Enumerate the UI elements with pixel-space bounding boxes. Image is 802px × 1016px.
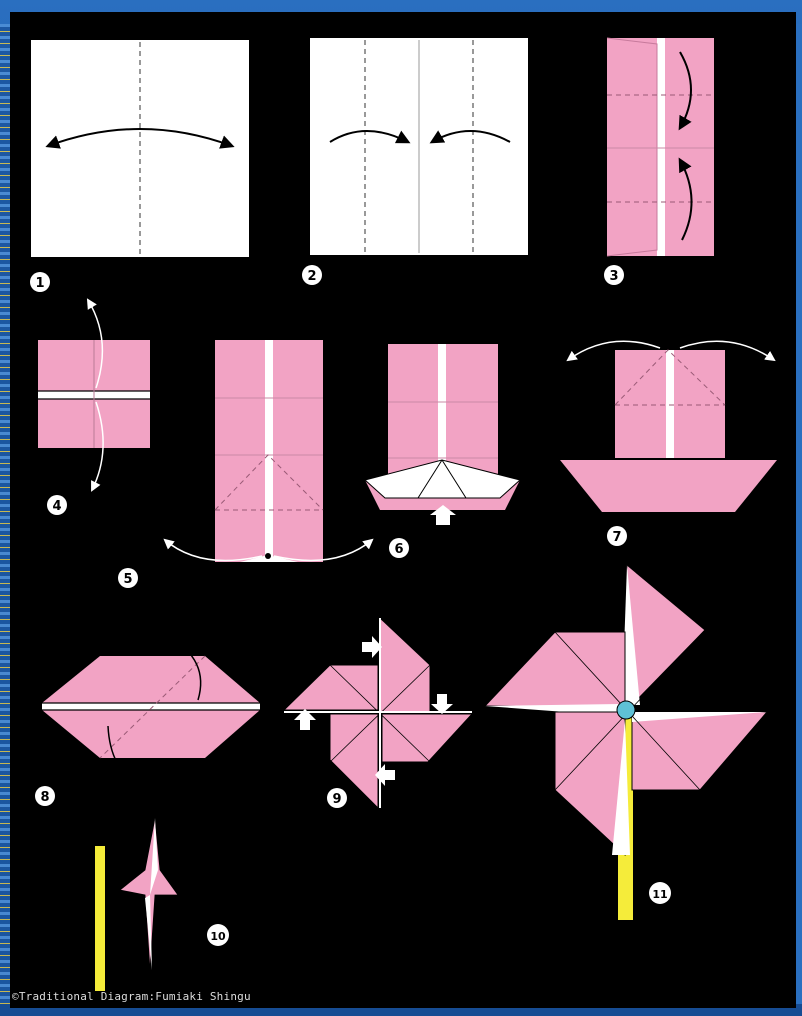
svg-text:6: 6	[394, 542, 403, 557]
svg-text:7: 7	[612, 530, 621, 545]
pinwheel-diagram: 1 2 3 4 5 6 7	[10, 12, 796, 1008]
step-7	[560, 341, 777, 512]
svg-text:2: 2	[307, 269, 316, 284]
step-3	[607, 38, 714, 256]
step-9	[284, 618, 472, 808]
stick	[95, 846, 105, 991]
step-6	[365, 344, 520, 525]
step-5	[165, 340, 372, 562]
pin	[617, 701, 635, 719]
svg-text:8: 8	[40, 790, 49, 805]
svg-text:11: 11	[652, 888, 667, 901]
svg-text:1: 1	[35, 276, 44, 291]
frame-decoration-left	[0, 24, 10, 1004]
step-4	[38, 300, 150, 490]
center-gap	[657, 38, 665, 256]
frame-decoration-right	[796, 24, 802, 1004]
step-number-6: 6	[389, 538, 409, 558]
step-number-8: 8	[35, 786, 55, 806]
step-number-2: 2	[302, 265, 322, 285]
step-number-11: 11	[649, 882, 671, 904]
svg-text:4: 4	[52, 499, 61, 514]
step-number-3: 3	[604, 265, 624, 285]
svg-text:10: 10	[210, 930, 226, 943]
step-number-5: 5	[118, 568, 138, 588]
step-11	[485, 565, 767, 920]
svg-text:3: 3	[609, 269, 618, 284]
step-10	[95, 818, 178, 991]
step-2	[310, 38, 528, 255]
step-number-7: 7	[607, 526, 627, 546]
step-number-4: 4	[47, 495, 67, 515]
step-number-10: 10	[207, 924, 229, 946]
step-number-9: 9	[327, 788, 347, 808]
svg-text:9: 9	[332, 792, 341, 807]
step-number-1: 1	[30, 272, 50, 292]
step-1	[31, 40, 249, 257]
diagram-board: 1 2 3 4 5 6 7	[10, 12, 796, 1008]
step-8	[42, 636, 260, 785]
diagram-credit: ©Traditional Diagram:Fumiaki Shingu	[12, 990, 251, 1003]
svg-text:5: 5	[123, 572, 132, 587]
